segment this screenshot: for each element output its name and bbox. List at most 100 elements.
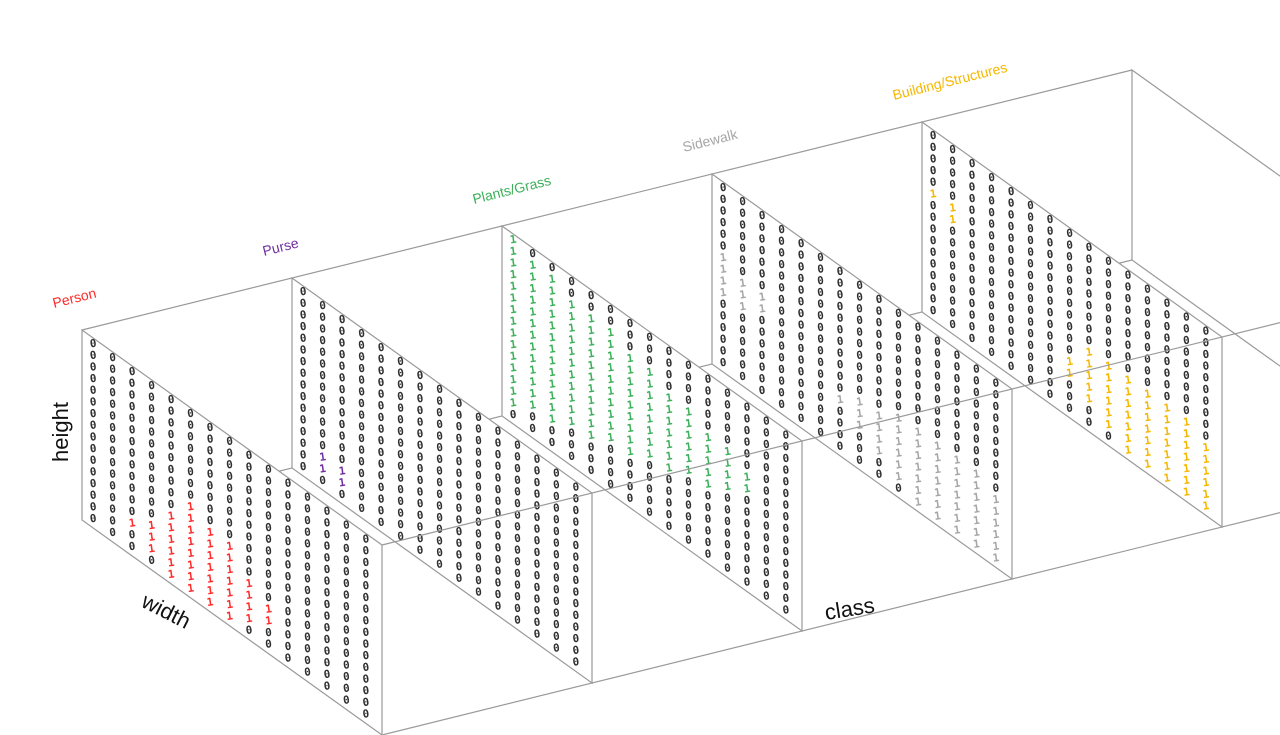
mask-zero: 0 [875, 456, 883, 470]
mask-zero: 0 [572, 480, 580, 494]
mask-zero: 0 [1104, 348, 1112, 362]
mask-zero: 0 [758, 349, 766, 363]
mask-zero: 0 [357, 432, 365, 446]
mask-zero: 0 [758, 314, 766, 328]
back-top-edge [81, 69, 1133, 331]
mask-one: 1 [1163, 413, 1172, 427]
mask-zero: 0 [1046, 294, 1054, 308]
mask-zero: 0 [299, 390, 307, 404]
mask-zero: 0 [704, 547, 712, 561]
mask-one: 1 [509, 256, 518, 270]
mask-zero: 0 [572, 515, 580, 529]
mask-zero: 0 [953, 360, 961, 374]
mask-zero: 0 [357, 490, 365, 504]
mask-zero: 0 [875, 362, 883, 376]
mask-zero: 0 [89, 500, 97, 514]
mask-zero: 0 [533, 557, 541, 571]
mask-one: 1 [587, 417, 596, 431]
mask-one: 1 [1182, 485, 1191, 499]
mask-zero: 0 [533, 464, 541, 478]
mask-zero: 0 [797, 400, 805, 414]
mask-zero: 0 [1046, 329, 1054, 343]
mask-zero: 0 [782, 568, 790, 582]
mask-zero: 0 [992, 435, 1000, 449]
mask-zero: 0 [949, 189, 957, 203]
mask-one: 1 [245, 577, 254, 591]
mask-zero: 0 [704, 419, 712, 433]
mask-zero: 0 [1026, 257, 1034, 271]
mask-zero: 0 [704, 407, 712, 421]
mask-zero: 0 [953, 442, 961, 456]
mask-one: 1 [1124, 431, 1133, 445]
mask-zero: 0 [777, 234, 785, 248]
mask-zero: 0 [264, 532, 272, 546]
mask-one: 1 [1202, 464, 1211, 478]
mask-one: 1 [645, 435, 654, 449]
mask-zero: 0 [914, 379, 922, 393]
mask-one: 1 [1182, 473, 1191, 487]
mask-one: 1 [606, 349, 615, 363]
mask-zero: 0 [762, 473, 770, 487]
mask-zero: 0 [762, 554, 770, 568]
mask-zero: 0 [128, 505, 136, 519]
mask-zero: 0 [552, 525, 560, 539]
mask-one: 1 [225, 551, 234, 565]
mask-zero: 0 [357, 501, 365, 515]
mask-zero: 0 [1046, 271, 1054, 285]
mask-zero: 0 [338, 348, 346, 362]
mask-zero: 0 [206, 421, 214, 435]
mask-zero: 0 [1143, 352, 1151, 366]
mask-zero: 0 [894, 376, 902, 390]
mask-zero: 0 [606, 303, 614, 317]
mask-zero: 0 [89, 465, 97, 479]
mask-zero: 0 [225, 504, 233, 518]
mask-zero: 0 [1104, 289, 1112, 303]
mask-one: 1 [548, 272, 557, 286]
mask-zero: 0 [89, 488, 97, 502]
mask-one: 1 [338, 464, 347, 478]
mask-zero: 0 [128, 493, 136, 507]
mask-zero: 0 [299, 296, 307, 310]
mask-one: 1 [606, 337, 615, 351]
mask-one: 1 [606, 396, 615, 410]
mask-zero: 0 [949, 318, 957, 332]
mask-zero: 0 [455, 466, 463, 480]
mask-zero: 0 [875, 386, 883, 400]
mask-zero: 0 [758, 279, 766, 293]
mask-zero: 0 [284, 558, 292, 572]
mask-zero: 0 [836, 428, 844, 442]
mask-zero: 0 [552, 629, 560, 643]
mask-zero: 0 [377, 434, 385, 448]
mask-zero: 0 [552, 466, 560, 480]
mask-one: 1 [567, 310, 576, 324]
mask-one: 1 [264, 614, 273, 628]
mask-zero: 0 [704, 489, 712, 503]
mask-zero: 0 [357, 362, 365, 376]
mask-zero: 0 [342, 681, 350, 695]
mask-zero: 0 [357, 467, 365, 481]
mask-zero: 0 [474, 469, 482, 483]
mask-zero: 0 [533, 476, 541, 490]
mask-zero: 0 [319, 299, 327, 313]
mask-zero: 0 [1124, 303, 1132, 317]
mask-zero: 0 [323, 563, 331, 577]
mask-zero: 0 [739, 335, 747, 349]
mask-zero: 0 [455, 431, 463, 445]
mask-zero: 0 [552, 513, 560, 527]
mask-zero: 0 [762, 438, 770, 452]
mask-zero: 0 [1085, 334, 1093, 348]
mask-one: 1 [567, 321, 576, 335]
mask-zero: 0 [1163, 366, 1171, 380]
mask-one: 1 [1163, 424, 1172, 438]
mask-zero: 0 [1163, 378, 1171, 392]
mask-zero: 0 [109, 479, 117, 493]
class-label-1: Person [51, 285, 98, 311]
mask-zero: 0 [284, 581, 292, 595]
mask-zero: 0 [875, 397, 883, 411]
mask-zero: 0 [513, 532, 521, 546]
mask-zero: 0 [855, 383, 863, 397]
mask-one: 1 [665, 461, 674, 475]
mask-zero: 0 [455, 443, 463, 457]
mask-zero: 0 [968, 250, 976, 264]
